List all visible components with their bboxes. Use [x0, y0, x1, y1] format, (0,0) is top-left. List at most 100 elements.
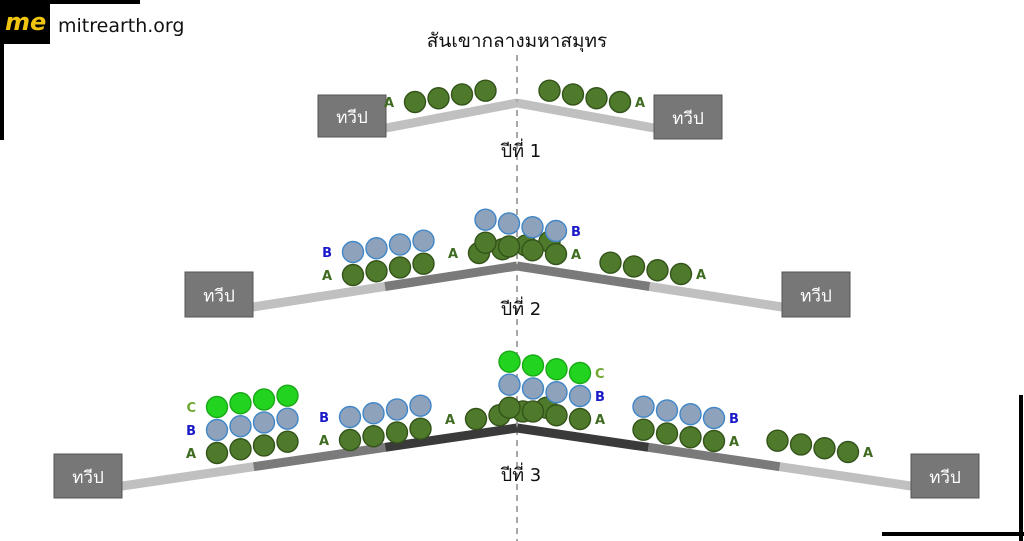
layer-label-b: B	[729, 412, 739, 427]
sediment-b-particle	[205, 418, 229, 442]
stage-label: ปีที่ 1	[500, 138, 541, 162]
continent-box-right	[781, 271, 851, 318]
sediment-b-particle	[365, 237, 388, 260]
sediment-c-particle	[276, 384, 299, 407]
sediment-a-particle	[669, 262, 693, 286]
sediment-a-particle	[622, 255, 646, 278]
sediment-a-particle	[450, 83, 474, 106]
sediment-a-particle	[561, 83, 585, 106]
sediment-b-particle	[497, 212, 521, 235]
sediment-a-particle	[789, 433, 813, 456]
sediment-b-particle	[521, 377, 545, 400]
continent-box-right	[910, 453, 980, 499]
seafloor-segment-right-3	[516, 423, 649, 452]
sediment-a-particle	[427, 87, 450, 110]
layer-label-a: A	[863, 446, 873, 461]
sediment-a-particle	[599, 251, 622, 274]
sediment-b-particle	[474, 208, 497, 231]
sediment-c-particle	[229, 392, 252, 415]
sediment-a-particle	[388, 256, 412, 279]
sediment-a-particle	[205, 441, 229, 465]
sediment-a-particle	[341, 263, 365, 287]
layer-label-b: B	[319, 411, 329, 426]
layer-label-a: A	[448, 247, 458, 262]
seafloor-segment-right-1	[648, 282, 783, 312]
sediment-b-particle	[338, 405, 362, 429]
layer-label-a: A	[696, 268, 706, 283]
sediment-a-particle	[276, 430, 299, 453]
frame-line-bottom	[882, 532, 1024, 536]
layer-label-a: A	[445, 413, 455, 428]
sediment-b-particle	[276, 407, 299, 430]
seafloor-segment-right-1	[516, 98, 655, 133]
sediment-a-particle	[608, 90, 632, 114]
sediment-b-particle	[544, 219, 568, 243]
sediment-a-particle	[403, 90, 427, 114]
sediment-a-particle	[521, 400, 545, 423]
layer-label-b: B	[571, 225, 581, 240]
sediment-a-particle	[538, 79, 561, 102]
continent-box-left	[184, 271, 254, 318]
layer-label-c: C	[595, 367, 605, 382]
seafloor-segment-left-2	[253, 442, 386, 472]
continent-label-right: ทวีป	[800, 287, 832, 307]
sediment-a-particle	[766, 429, 789, 452]
sediment-a-particle	[409, 417, 432, 440]
continent-label-right: ทวีป	[672, 109, 704, 129]
sediment-c-particle	[498, 350, 521, 373]
sediment-b-particle	[679, 403, 702, 426]
seafloor-segment-right-2	[516, 261, 651, 291]
sediment-c-particle	[568, 361, 592, 385]
sediment-a-particle	[338, 428, 362, 452]
stage-label: ปีที่ 3	[500, 462, 541, 486]
sediment-b-particle	[385, 398, 409, 421]
layer-label-a: A	[571, 248, 581, 263]
sediment-b-particle	[655, 399, 679, 422]
sediment-a-particle	[362, 425, 385, 448]
layer-label-a: A	[595, 413, 605, 428]
sediment-a-particle	[412, 252, 435, 275]
continent-label-left: ทวีป	[336, 108, 368, 128]
seafloor-segment-left-1	[121, 462, 255, 491]
sediment-a-particle	[545, 404, 568, 427]
sediment-b-particle	[568, 384, 592, 408]
sediment-c-particle	[521, 354, 545, 377]
continent-label-left: ทวีป	[203, 287, 235, 307]
layer-label-b: B	[595, 390, 605, 405]
frame-line-top	[0, 0, 140, 4]
seafloor-segment-right-2	[647, 442, 781, 472]
seafloor-segment-left-1	[385, 98, 518, 133]
layer-label-a: A	[186, 447, 196, 462]
layer-label-b: B	[322, 246, 332, 261]
layer-label-c: C	[186, 401, 196, 416]
sediment-b-particle	[702, 406, 726, 430]
brand-header: me mitrearth.org	[0, 0, 184, 140]
sediment-b-particle	[632, 395, 655, 418]
sediment-b-particle	[409, 394, 432, 417]
sediment-b-particle	[252, 411, 276, 434]
sediment-a-particle	[679, 426, 702, 449]
logo-text: me	[5, 8, 47, 36]
sediment-b-particle	[412, 229, 435, 252]
sediment-b-particle	[229, 415, 252, 438]
sediment-a-particle	[836, 440, 860, 464]
frame-line-right	[1019, 395, 1023, 541]
sediment-a-particle	[252, 434, 276, 457]
frame-line-left	[0, 0, 4, 140]
site-name: mitrearth.org	[58, 15, 185, 37]
sediment-c-particle	[545, 358, 568, 381]
sediment-b-particle	[388, 233, 412, 256]
sediment-a-particle	[464, 407, 488, 431]
seafloor-segment-left-3	[384, 423, 518, 452]
sediment-a-particle	[568, 407, 592, 431]
sediment-a-particle	[385, 421, 409, 444]
sediment-a-particle	[702, 429, 726, 453]
sediment-a-particle	[474, 79, 497, 102]
sediment-c-particle	[252, 388, 276, 411]
sediment-a-particle	[497, 235, 521, 258]
sediment-a-particle	[521, 239, 544, 262]
